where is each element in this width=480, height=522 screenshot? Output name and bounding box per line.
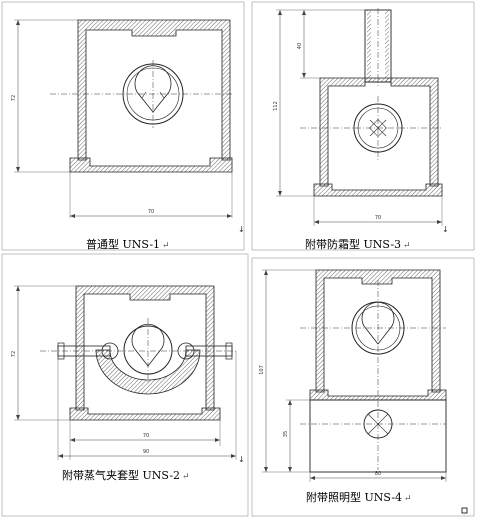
uns1-dim-width: 70 <box>148 209 154 215</box>
down-arrow-1: ↓ <box>238 225 245 234</box>
uns3-drawing <box>276 8 443 226</box>
corner-marker <box>461 507 468 514</box>
caption-uns1: 普通型 UNS-1↵ <box>86 236 170 252</box>
uns4-dim-width: 80 <box>375 471 381 477</box>
paragraph-mark: ↵ <box>404 494 412 504</box>
uns4-lamp <box>363 409 393 439</box>
uns2-drawing <box>14 285 237 460</box>
caption-uns1-text: 普通型 UNS-1 <box>86 238 161 251</box>
caption-uns3: 附带防霜型 UNS-3↵ <box>305 236 411 252</box>
uns4-dim-height: 107 <box>259 365 265 375</box>
uns1-sight-glass <box>122 63 184 125</box>
caption-uns2-text: 附带蒸气夹套型 UNS-2 <box>62 469 181 482</box>
uns1-droplet <box>134 65 172 113</box>
uns1-drawing <box>14 19 233 218</box>
uns2-steam-jacket <box>95 349 201 395</box>
caption-uns4: 附带照明型 UNS-4↵ <box>306 489 412 505</box>
paragraph-mark: ↵ <box>403 241 411 251</box>
uns3-dim-upper: 40 <box>297 43 303 49</box>
uns4-light-box <box>309 399 447 473</box>
down-arrow-2: ↓ <box>442 225 449 234</box>
uns3-dim-height: 112 <box>273 101 279 111</box>
panel-frames <box>1 1 475 517</box>
uns2-dim-width-inner: 70 <box>143 433 149 439</box>
uns2-dim-width-outer: 90 <box>143 449 149 455</box>
paragraph-mark: ↵ <box>182 472 190 482</box>
uns1-base <box>69 157 233 173</box>
uns1-housing <box>77 19 231 161</box>
uns2-base <box>69 407 221 421</box>
uns2-dim-height: 72 <box>11 351 17 357</box>
uns2-sight-glass <box>123 325 173 375</box>
uns4-drawing <box>262 269 447 482</box>
uns3-housing <box>319 77 439 187</box>
down-arrow-3: ↓ <box>238 455 245 464</box>
uns3-dim-width: 70 <box>375 215 381 221</box>
uns3-sight-glass <box>353 103 403 153</box>
caption-uns3-text: 附带防霜型 UNS-3 <box>305 238 402 251</box>
uns4-dim-lower: 35 <box>283 431 289 437</box>
paragraph-mark: ↵ <box>162 241 170 251</box>
caption-uns2: 附带蒸气夹套型 UNS-2↵ <box>62 467 190 483</box>
uns3-base <box>313 183 443 197</box>
caption-uns4-text: 附带照明型 UNS-4 <box>306 491 403 504</box>
uns1-dim-height: 72 <box>11 95 17 101</box>
